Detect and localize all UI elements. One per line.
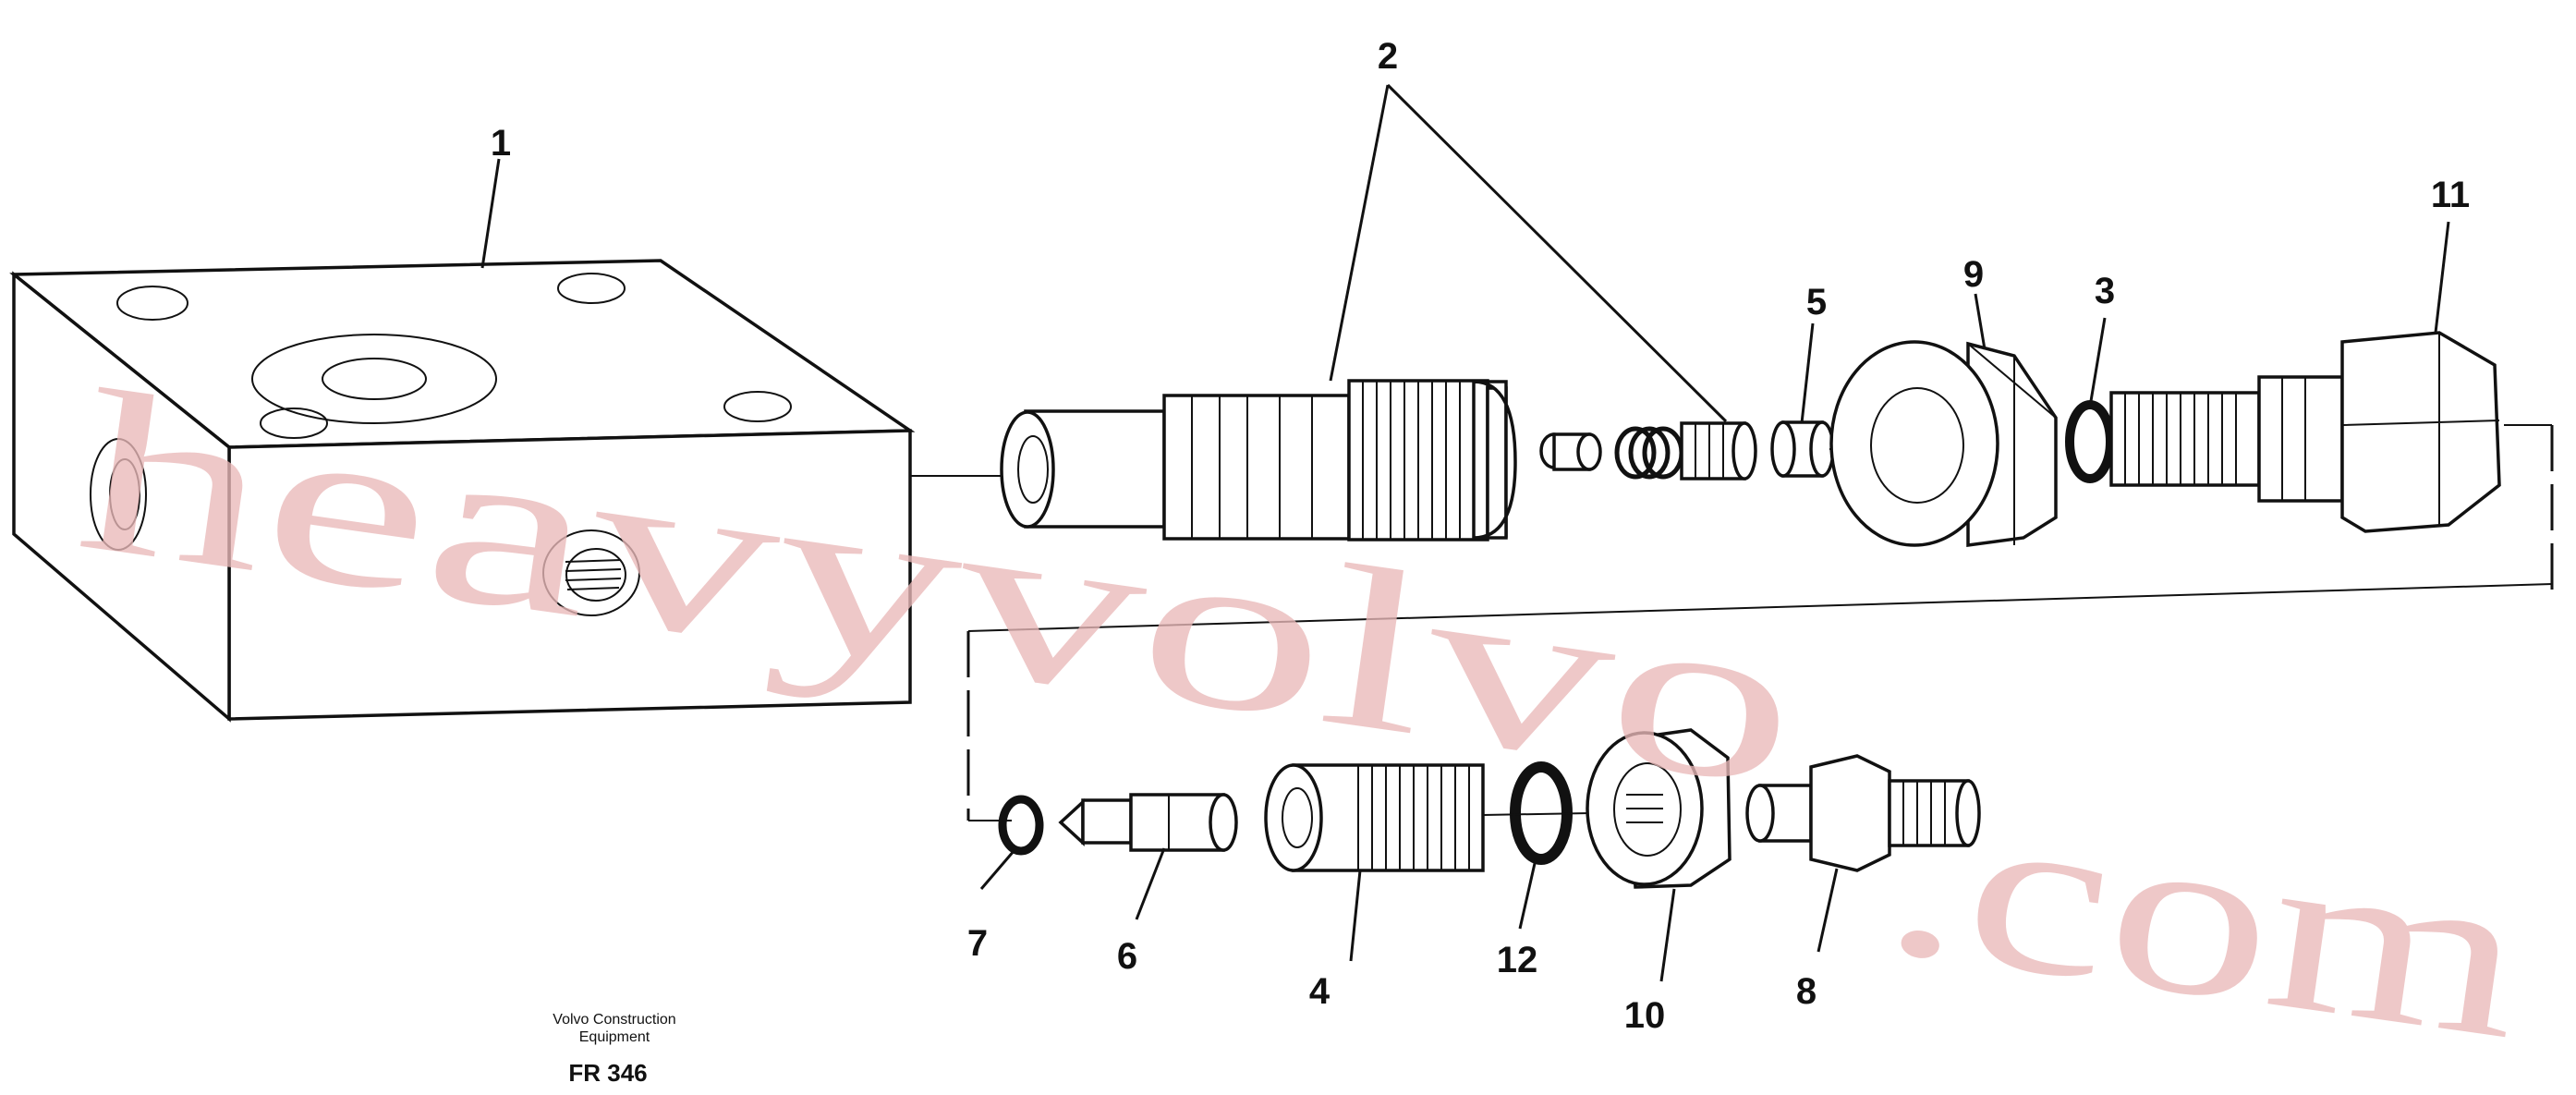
- nut-face: [1829, 340, 1999, 547]
- cartridge-thread-lines: [1362, 381, 1461, 540]
- nipple-part-8: [1745, 754, 1981, 872]
- callouts: 1 2 3 4 5 6 7 8 9 10 11 12: [491, 36, 2470, 1036]
- credit-line-1: Volvo Construction: [553, 1012, 675, 1028]
- sleeve-part-4: [1264, 763, 1485, 872]
- connector-diagonal: [967, 583, 2553, 632]
- valve-block: [9, 259, 916, 723]
- valve-cartridge: [1000, 379, 1517, 541]
- front-port-thread: [565, 559, 622, 590]
- callout-9: 9: [1963, 254, 1984, 295]
- front-port-outer: [542, 529, 640, 616]
- ring-part-7: [998, 795, 1044, 856]
- leader-5: [1800, 322, 1815, 424]
- leader-7: [979, 849, 1016, 890]
- nipple-front-face: [1745, 784, 1775, 843]
- nut-bore: [1870, 387, 1964, 504]
- leader-lines: [480, 83, 2450, 982]
- top-port-large-outer: [251, 334, 497, 424]
- leader-1: [480, 158, 501, 269]
- front-port-inner: [565, 548, 626, 602]
- leader-2a: [1329, 84, 1390, 382]
- cartridge-collar: [1486, 386, 1508, 538]
- adapter-hex: [2340, 331, 2501, 533]
- pin-part-6: [1058, 793, 1238, 852]
- adapter-thread-lines: [2124, 393, 2237, 485]
- pin-tip: [1058, 798, 1085, 846]
- leader-2b: [1386, 83, 1728, 423]
- callout-6: 6: [1117, 936, 1137, 977]
- nut-hex-edges: [1967, 343, 2057, 545]
- side-port-inner: [109, 458, 140, 530]
- spring-coil-2: [1628, 426, 1671, 480]
- callout-3: 3: [2095, 271, 2115, 311]
- top-port-hole-4: [723, 391, 792, 422]
- sleeve-thread-lines: [1357, 765, 1470, 870]
- sleeve-bore: [1282, 787, 1313, 848]
- callout-11: 11: [2431, 175, 2470, 215]
- callout-5: 5: [1806, 282, 1827, 322]
- leader-6: [1135, 847, 1166, 920]
- credit-block: Volvo Construction Equipment FR 346: [553, 1012, 675, 1087]
- callout-8: 8: [1796, 971, 1817, 1012]
- callout-1: 1: [491, 123, 511, 164]
- callout-10: 10: [1624, 995, 1666, 1036]
- seat-end: [1732, 421, 1757, 481]
- watermark-text-domain: .com: [1872, 746, 2539, 1088]
- lock-nut-part-10: [1586, 728, 1732, 889]
- seat-thread: [1695, 423, 1724, 479]
- nipple-thread-lines: [1902, 781, 1946, 846]
- axis-line-5: [1482, 812, 1590, 816]
- sleeve-body: [1292, 763, 1485, 872]
- top-port-large-inner: [322, 358, 427, 400]
- leader-9: [1974, 293, 1987, 350]
- credit-line-2: Equipment: [579, 1029, 650, 1045]
- cartridge-body: [1162, 394, 1351, 541]
- cartridge-hex: [1472, 380, 1517, 540]
- drawing-code: FR 346: [568, 1059, 647, 1087]
- leader-8: [1817, 868, 1839, 953]
- callout-12: 12: [1497, 940, 1538, 980]
- nipple-hex: [1809, 754, 1891, 872]
- leader-4: [1349, 870, 1362, 962]
- plug-part-5: [1770, 420, 1835, 478]
- o-ring-part-3: [2065, 400, 2115, 483]
- adapter-part-11: [2109, 331, 2501, 533]
- sleeve-face: [1264, 763, 1323, 872]
- leader-10: [1659, 888, 1676, 982]
- lock-nut-thread: [1626, 794, 1663, 823]
- top-port-hole-1: [116, 286, 188, 321]
- callout-2: 2: [1378, 36, 1398, 77]
- adapter-grooves: [2281, 377, 2306, 501]
- poppet-assembly: [1539, 421, 1757, 481]
- callout-7: 7: [967, 923, 988, 964]
- lock-nut-bore: [1613, 762, 1682, 857]
- top-port-hole-3: [260, 408, 328, 439]
- cartridge-bore: [1017, 435, 1049, 504]
- nipple-end: [1955, 779, 1981, 847]
- top-port-hole-2: [557, 273, 626, 304]
- callout-4: 4: [1309, 971, 1331, 1012]
- side-port-outer: [90, 438, 147, 551]
- adapter-hex-edges: [2341, 333, 2500, 527]
- pin-neck: [1081, 798, 1133, 845]
- poppet-end: [1576, 432, 1602, 471]
- dashed-connector: [966, 424, 2554, 821]
- adapter-thread: [2109, 391, 2261, 487]
- leader-11: [2434, 221, 2450, 334]
- watermark-text-main: heavyvolvo: [66, 342, 1812, 836]
- leader-3: [2088, 317, 2107, 408]
- valve-block-side-face: [12, 271, 231, 723]
- spring-coil-1: [1614, 426, 1657, 480]
- plug-face: [1770, 420, 1796, 478]
- nut-part-9: [1829, 340, 2058, 547]
- leader-12: [1518, 858, 1537, 930]
- cartridge-grooves: [1191, 395, 1313, 539]
- pin-end: [1209, 793, 1238, 852]
- adapter-body: [2257, 375, 2344, 503]
